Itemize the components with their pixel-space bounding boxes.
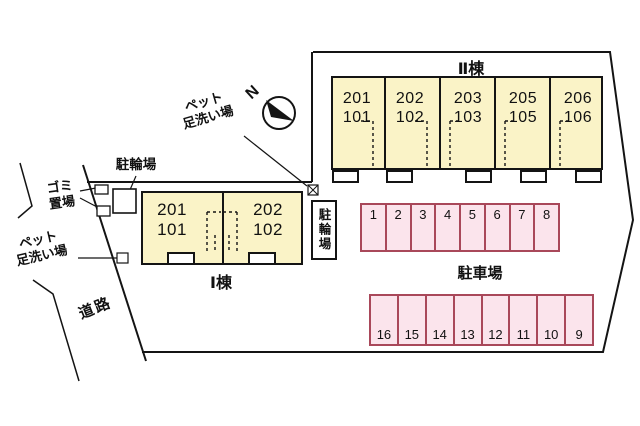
porch [520,170,547,183]
parking-space-number: 15 [404,327,420,342]
unit-divider [384,78,386,168]
parking-space-number: 9 [575,327,583,342]
parking-space: 2 [387,205,412,250]
porch [167,252,195,265]
parking-space-number: 2 [394,207,402,222]
bicycle-parking-side-label: 駐輪場 [316,208,331,252]
parking-space-number: 14 [432,327,447,342]
porch [386,170,413,183]
road-label: 道路 [76,294,115,323]
parking-space-number: 4 [444,207,452,222]
building-1-label: Ⅰ棟 [210,275,232,292]
unit-divider [494,78,496,168]
leader-line [243,135,308,187]
parking-space: 14 [427,296,455,344]
parking-space-number: 6 [493,207,501,222]
leader-line [79,187,97,192]
parking-space-number: 8 [543,207,551,222]
parking-row-bottom: 16 15 14 13 12 11 10 9 [369,294,594,346]
parking-space: 6 [486,205,511,250]
bicycle-parking-box [112,188,137,214]
parking-space: 3 [412,205,437,250]
compass-icon [262,96,296,130]
parking-space: 5 [461,205,486,250]
pet-wash-box [116,252,129,264]
parking-space-number: 1 [369,207,377,222]
parking-space: 9 [566,296,592,344]
parking-space: 1 [362,205,387,250]
boundary-line [82,164,147,362]
porch [248,252,276,265]
pet-wash-label: ペット 足洗い場 [14,228,69,269]
unit-divider [439,78,441,168]
porch [332,170,359,183]
pet-wash-label: ペット 足洗い場 [180,89,236,132]
parking-space: 4 [436,205,461,250]
parking-space-number: 12 [488,327,503,342]
parking-space-number: 16 [376,327,392,342]
parking-space: 7 [511,205,536,250]
unit-divider [549,78,551,168]
road-edge [17,162,33,219]
parking-space-number: 10 [543,327,559,342]
leader-line [125,175,137,200]
unit-divider [222,193,224,263]
parking-space: 15 [399,296,427,344]
road-edge [32,279,80,382]
porch [575,170,602,183]
garbage-bin-box [94,184,109,195]
parking-row-top: 1 2 3 4 5 6 7 8 [360,203,560,252]
parking-space: 11 [510,296,539,344]
parking-space-number: 11 [516,327,531,342]
parking-space: 16 [371,296,399,344]
parking-space: 8 [535,205,558,250]
parking-space: 10 [538,296,567,344]
garbage-area-label: ゴミ 置場 [45,177,76,212]
pet-wash-box [307,184,319,196]
parking-space: 13 [455,296,483,344]
bicycle-parking-side-box: 駐輪場 [311,200,337,260]
parking-space-number: 7 [518,207,526,222]
parking-space-number: 5 [468,207,476,222]
parking-space: 12 [483,296,511,344]
parking-space-number: 13 [460,327,475,342]
bicycle-parking-label: 駐輪場 [115,157,157,172]
building-2-label: Ⅱ棟 [457,61,485,78]
garbage-bin-box [96,205,111,217]
parking-lot-label: 駐車場 [457,265,503,282]
porch [465,170,492,183]
parking-space-number: 3 [419,207,427,222]
